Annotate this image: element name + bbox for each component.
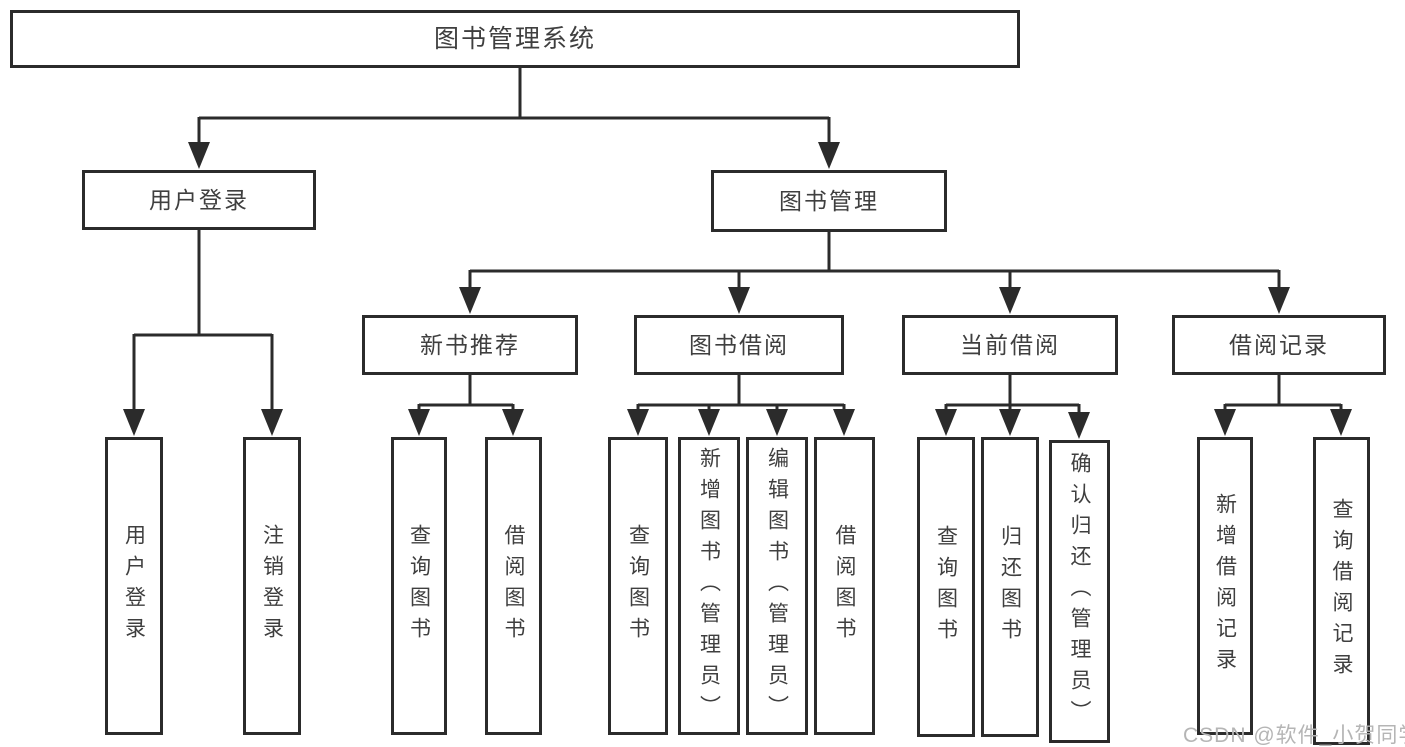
leaf-logout-login: 注销登录 xyxy=(243,437,301,735)
node-label: 查询借阅记录 xyxy=(1330,498,1353,684)
node-new-book-recommend: 新书推荐 xyxy=(362,315,578,375)
leaf-borrow-books-1: 借阅图书 xyxy=(485,437,542,735)
node-label: 新增图书（管理员） xyxy=(697,446,721,726)
leaf-edit-books-admin: 编辑图书（管理员） xyxy=(746,437,808,735)
node-label: 借阅记录 xyxy=(1229,331,1329,358)
node-library-management-system: 图书管理系统 xyxy=(10,10,1020,68)
node-label: 用户登录 xyxy=(122,524,146,648)
node-label: 图书借阅 xyxy=(689,331,789,358)
node-label: 借阅图书 xyxy=(833,524,856,648)
leaf-add-borrow-record: 新增借阅记录 xyxy=(1197,437,1253,735)
node-book-borrow: 图书借阅 xyxy=(634,315,844,375)
leaf-query-books-2: 查询图书 xyxy=(608,437,668,735)
leaf-query-books-1: 查询图书 xyxy=(391,437,447,735)
csdn-watermark: CSDN @软件_小贺同学 xyxy=(1183,724,1405,747)
node-label: 查询图书 xyxy=(407,524,431,648)
leaf-user-login: 用户登录 xyxy=(105,437,163,735)
node-label: 图书管理系统 xyxy=(433,24,596,53)
node-label: 当前借阅 xyxy=(960,331,1060,358)
node-label: 查询图书 xyxy=(626,524,650,648)
node-label: 借阅图书 xyxy=(502,524,525,648)
node-current-borrow: 当前借阅 xyxy=(902,315,1118,375)
leaf-query-borrow-record: 查询借阅记录 xyxy=(1313,437,1370,745)
node-borrow-record: 借阅记录 xyxy=(1172,315,1386,375)
node-user-login: 用户登录 xyxy=(82,170,316,230)
leaf-borrow-books-2: 借阅图书 xyxy=(814,437,875,735)
node-label: 图书管理 xyxy=(779,187,879,214)
node-label: 查询图书 xyxy=(934,525,958,649)
node-label: 注销登录 xyxy=(260,524,284,648)
node-label: 用户登录 xyxy=(149,186,249,213)
leaf-add-books-admin: 新增图书（管理员） xyxy=(678,437,740,735)
leaf-query-books-3: 查询图书 xyxy=(917,437,975,737)
node-book-management: 图书管理 xyxy=(711,170,947,232)
leaf-return-books: 归还图书 xyxy=(981,437,1039,737)
node-label: 编辑图书（管理员） xyxy=(765,446,789,726)
node-label: 确认归还（管理员） xyxy=(1068,452,1091,731)
node-label: 新增借阅记录 xyxy=(1213,493,1237,679)
node-label: 新书推荐 xyxy=(420,331,520,358)
leaf-confirm-return-admin: 确认归还（管理员） xyxy=(1049,440,1110,743)
node-label: 归还图书 xyxy=(998,525,1022,649)
